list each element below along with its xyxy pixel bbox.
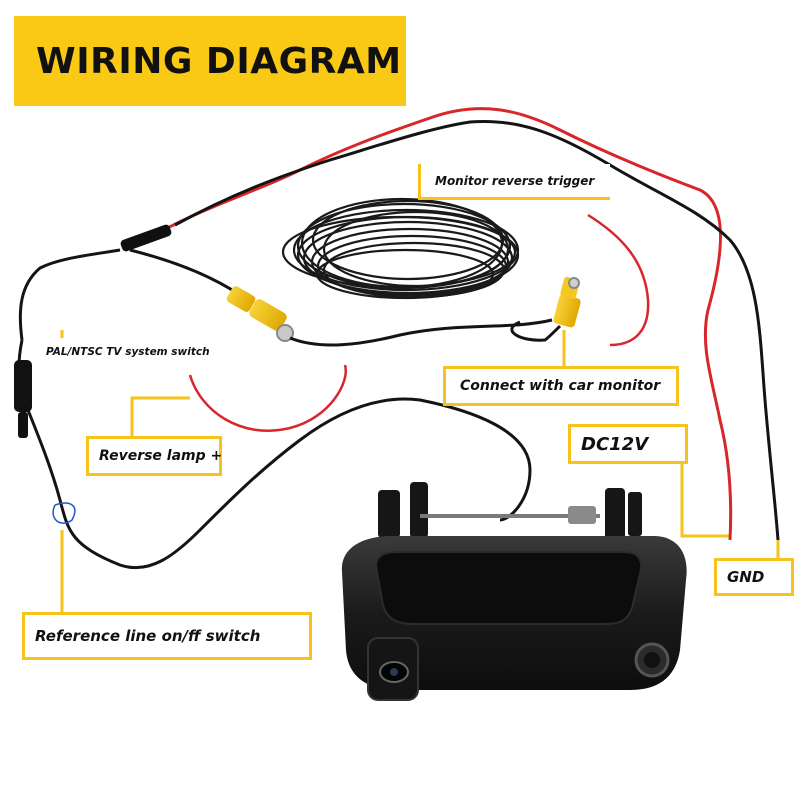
label-reference-line-switch: Reference line on/ff switch: [22, 612, 312, 660]
label-monitor-reverse-trigger: Monitor reverse trigger: [418, 164, 610, 200]
label-connect-car-monitor: Connect with car monitor: [443, 366, 679, 406]
label-gnd: GND: [714, 558, 794, 596]
inline-connector: [120, 224, 172, 252]
label-pal-ntsc-switch: PAL/NTSC TV system switch: [34, 338, 218, 366]
tailgate-handle-camera: [341, 482, 687, 701]
rca-plug-left: [226, 286, 294, 342]
title-banner: WIRING DIAGRAM: [14, 16, 406, 106]
reverse-lamp-wire: [188, 364, 347, 432]
rca-plug-right: [553, 276, 581, 328]
coiled-cable: [281, 197, 520, 300]
label-reverse-lamp: Reverse lamp +: [86, 436, 222, 476]
reverse-trigger-wire: [587, 213, 650, 347]
label-dc12v: DC12V: [568, 424, 688, 464]
page-title: WIRING DIAGRAM: [36, 40, 402, 82]
pal-ntsc-connector: [14, 360, 32, 412]
label-leader-lines: [60, 175, 780, 612]
